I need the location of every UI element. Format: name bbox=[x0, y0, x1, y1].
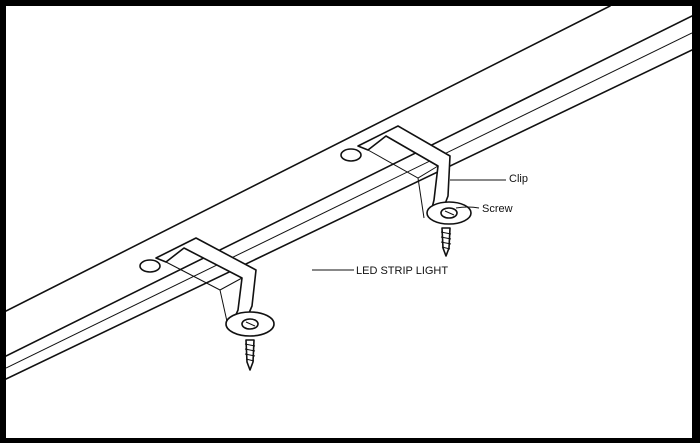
strip-bottom-edge bbox=[6, 49, 692, 380]
left-clip bbox=[139, 237, 275, 337]
strip-top-front-edge bbox=[6, 15, 692, 357]
right-screw bbox=[440, 227, 452, 257]
right-clip-strap bbox=[357, 125, 451, 217]
right-clip bbox=[340, 125, 472, 225]
led-strip-diagram: Clip Screw LED STRIP LIGHT bbox=[6, 6, 692, 380]
right-clip-side-edge bbox=[417, 177, 425, 219]
left-screw-slot bbox=[245, 321, 256, 327]
screw-label: Screw bbox=[482, 203, 513, 215]
strip-inner-line bbox=[6, 32, 692, 369]
left-clip-back-ear bbox=[139, 259, 161, 273]
right-clip-back-ear bbox=[340, 148, 362, 162]
strip-top-back-edge bbox=[6, 6, 611, 312]
led-strip-label: LED STRIP LIGHT bbox=[356, 265, 448, 277]
callouts bbox=[312, 179, 506, 271]
clip-label: Clip bbox=[509, 173, 528, 185]
right-screw-slot bbox=[444, 210, 455, 216]
led-strip-body bbox=[6, 6, 692, 380]
left-screw bbox=[244, 339, 256, 371]
diagram-canvas: Clip Screw LED STRIP LIGHT bbox=[6, 6, 692, 438]
screw-leader-line bbox=[455, 206, 480, 209]
left-clip-strap bbox=[155, 237, 257, 325]
